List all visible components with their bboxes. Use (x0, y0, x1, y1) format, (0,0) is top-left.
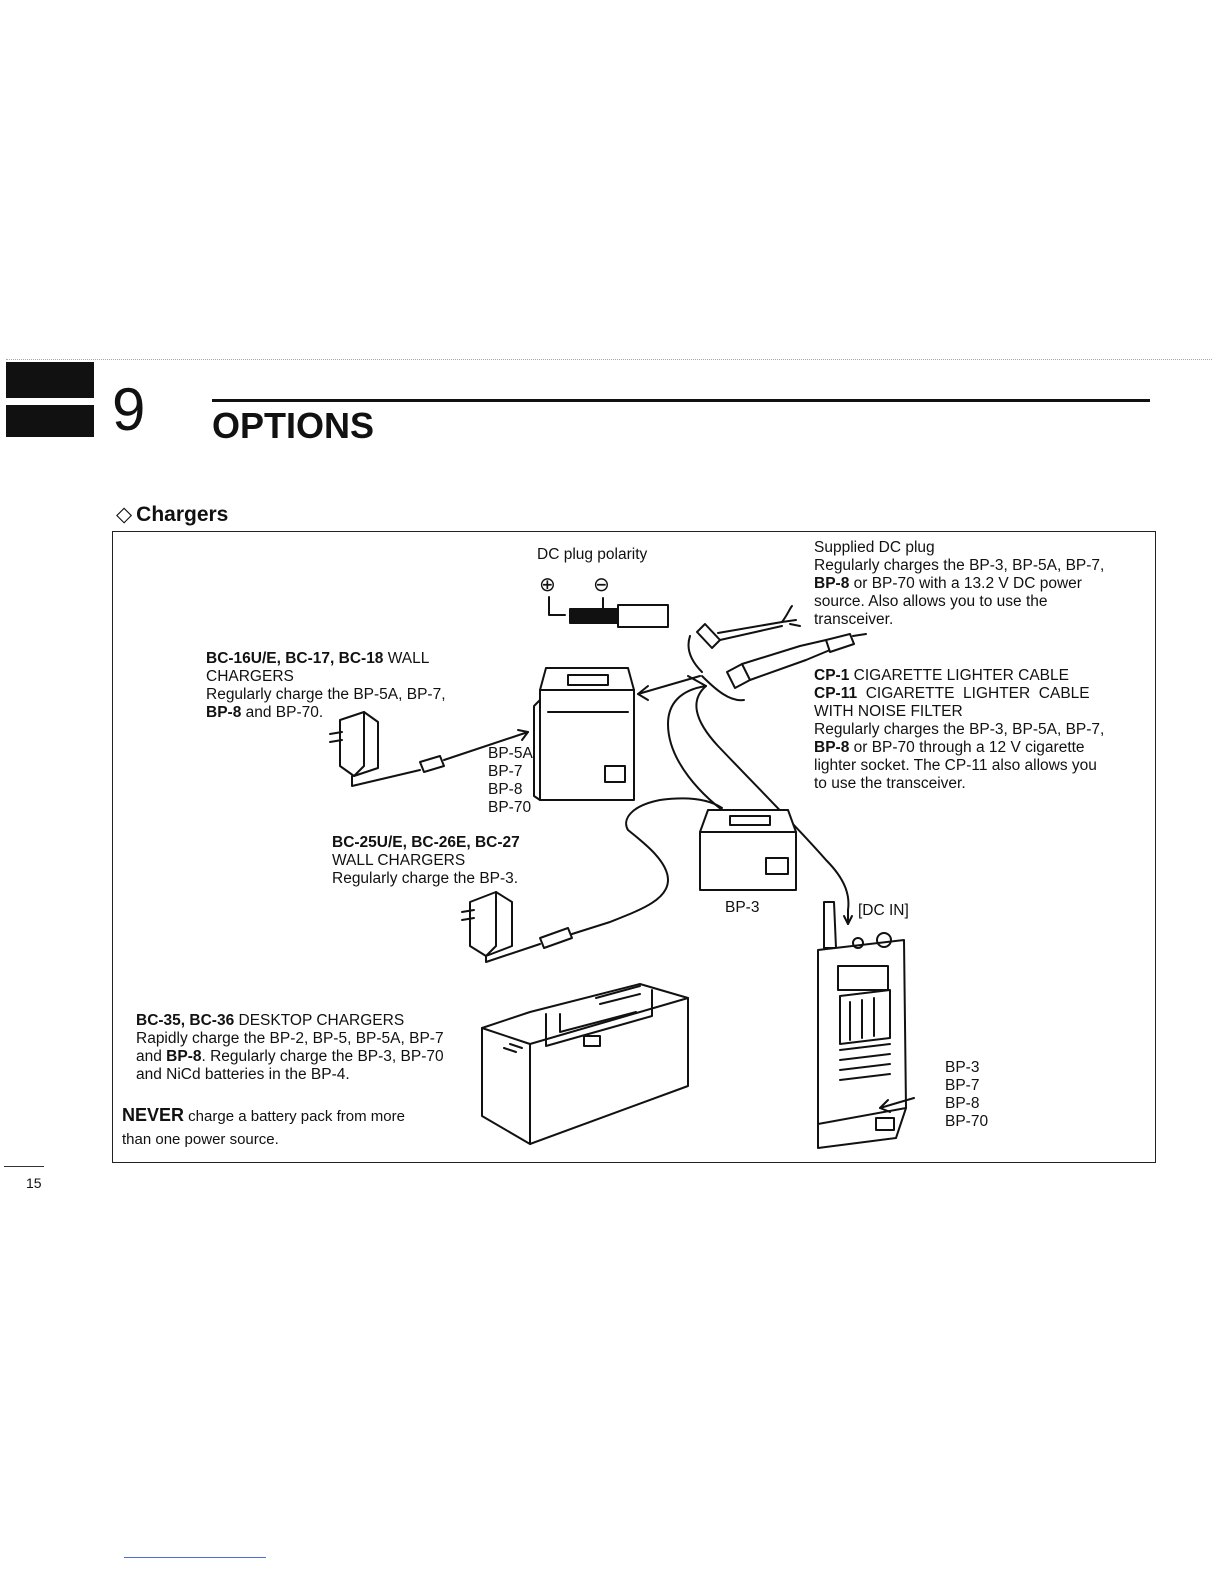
wall-chargers-2-names: BC-25U/E, BC-26E, BC-27 (332, 834, 592, 852)
text-run: CIGARETTE LIGHTER CABLE (849, 667, 1069, 684)
model-name: BC-35, BC-36 (136, 1012, 234, 1029)
cigarette-cable-line: Regularly charges the BP-3, BP-5A, BP-7, (814, 721, 1128, 739)
supplied-dc-plug-text: Supplied DC plug Regularly charges the B… (814, 539, 1134, 629)
text-run: and (136, 1048, 166, 1065)
battery-labels-2: BP-3 BP-7 BP-8 BP-70 (945, 1059, 988, 1131)
battery-bp5a-icon (534, 668, 634, 800)
text-run: DESKTOP CHARGERS (234, 1012, 404, 1029)
wall-chargers-2-line: Regularly charge the BP-3. (332, 870, 592, 888)
desktop-chargers-line: Rapidly charge the BP-2, BP-5, BP-5A, BP… (136, 1030, 476, 1048)
cp11-line: CP-11 CIGARETTE LIGHTER CABLE (814, 685, 1128, 703)
desktop-chargers-line: and BP-8. Regularly charge the BP-3, BP-… (136, 1048, 476, 1066)
cigarette-cable-line: WITH NOISE FILTER (814, 703, 1128, 721)
supplied-dc-plug-line: Regularly charges the BP-3, BP-5A, BP-7, (814, 557, 1134, 575)
wall-chargers-2-line: WALL CHARGERS (332, 852, 592, 870)
wall-chargers-1-names: BC-16U/E, BC-17, BC-18 WALL (206, 650, 496, 668)
battery-bp3-icon (700, 810, 796, 890)
cigarette-cable-line: BP-8 or BP-70 through a 12 V cigarette (814, 739, 1128, 757)
warning-line-1: NEVER charge a battery pack from more (122, 1104, 462, 1128)
text-run: or BP-70 through a 12 V cigarette (849, 739, 1084, 756)
model-name: CP-11 (814, 685, 857, 702)
text-run: WALL (383, 650, 429, 667)
model-name: BP-8 (206, 704, 241, 721)
cp1-line: CP-1 CIGARETTE LIGHTER CABLE (814, 667, 1128, 685)
battery-label: BP-70 (488, 799, 533, 817)
model-name: BP-8 (814, 739, 849, 756)
dc-plug-polarity-icon (549, 597, 668, 627)
bp3-label: BP-3 (725, 899, 759, 917)
footer-rule (124, 1557, 266, 1558)
warning-line-2: than one power source. (122, 1128, 462, 1151)
battery-labels-1: BP-5A BP-7 BP-8 BP-70 (488, 745, 533, 817)
battery-label: BP-70 (945, 1113, 988, 1131)
plus-icon: ⊕ (539, 572, 556, 597)
supplied-dc-plug-line: BP-8 or BP-70 with a 13.2 V DC power (814, 575, 1134, 593)
dc-plug-polarity-label: DC plug polarity (537, 546, 647, 564)
supplied-dc-plug-title: Supplied DC plug (814, 539, 1134, 557)
desktop-charger-icon (482, 984, 688, 1144)
text-run: CIGARETTE LIGHTER CABLE (857, 685, 1090, 702)
desktop-chargers-names: BC-35, BC-36 DESKTOP CHARGERS (136, 1012, 476, 1030)
page-number: 15 (26, 1175, 42, 1191)
minus-icon: ⊖ (593, 572, 610, 597)
wall-chargers-2-text: BC-25U/E, BC-26E, BC-27 WALL CHARGERS Re… (332, 834, 592, 888)
battery-label: BP-7 (488, 763, 533, 781)
cigarette-cable-line: lighter socket. The CP-11 also allows yo… (814, 757, 1128, 775)
text-run: or BP-70 with a 13.2 V DC power (849, 575, 1082, 592)
battery-label: BP-8 (945, 1095, 988, 1113)
battery-label: BP-5A (488, 745, 533, 763)
wall-chargers-1-line: Regularly charge the BP-5A, BP-7, (206, 686, 496, 704)
supplied-dc-plug-line: transceiver. (814, 611, 1134, 629)
supplied-dc-plug-line: source. Also allows you to use the (814, 593, 1134, 611)
transceiver-icon (818, 902, 914, 1148)
wall-chargers-1-text: BC-16U/E, BC-17, BC-18 WALL CHARGERS Reg… (206, 650, 496, 722)
battery-label: BP-8 (488, 781, 533, 799)
model-name: CP-1 (814, 667, 849, 684)
text-run: and BP-70. (241, 704, 323, 721)
battery-label: BP-3 (945, 1059, 988, 1077)
cigarette-cable-text: CP-1 CIGARETTE LIGHTER CABLE CP-11 CIGAR… (814, 667, 1128, 793)
text-run: charge a battery pack from more (184, 1108, 405, 1125)
model-name: BP-8 (814, 575, 849, 592)
wall-chargers-1-line: CHARGERS (206, 668, 496, 686)
model-name: BC-16U/E, BC-17, BC-18 (206, 650, 383, 667)
battery-label: BP-7 (945, 1077, 988, 1095)
supplied-dc-plug-cable-icon (689, 606, 801, 672)
warning-text: NEVER charge a battery pack from more th… (122, 1104, 462, 1151)
desktop-chargers-text: BC-35, BC-36 DESKTOP CHARGERS Rapidly ch… (136, 1012, 476, 1084)
desktop-chargers-line: and NiCd batteries in the BP-4. (136, 1066, 476, 1084)
text-run: . Regularly charge the BP-3, BP-70 (202, 1048, 444, 1065)
model-name: BP-8 (166, 1048, 201, 1065)
cigarette-cable-line: to use the transceiver. (814, 775, 1128, 793)
wall-chargers-1-line: BP-8 and BP-70. (206, 704, 496, 722)
dc-in-label: [DC IN] (858, 902, 909, 920)
page-number-rule (4, 1166, 44, 1167)
warning-emphasis: NEVER (122, 1105, 184, 1125)
